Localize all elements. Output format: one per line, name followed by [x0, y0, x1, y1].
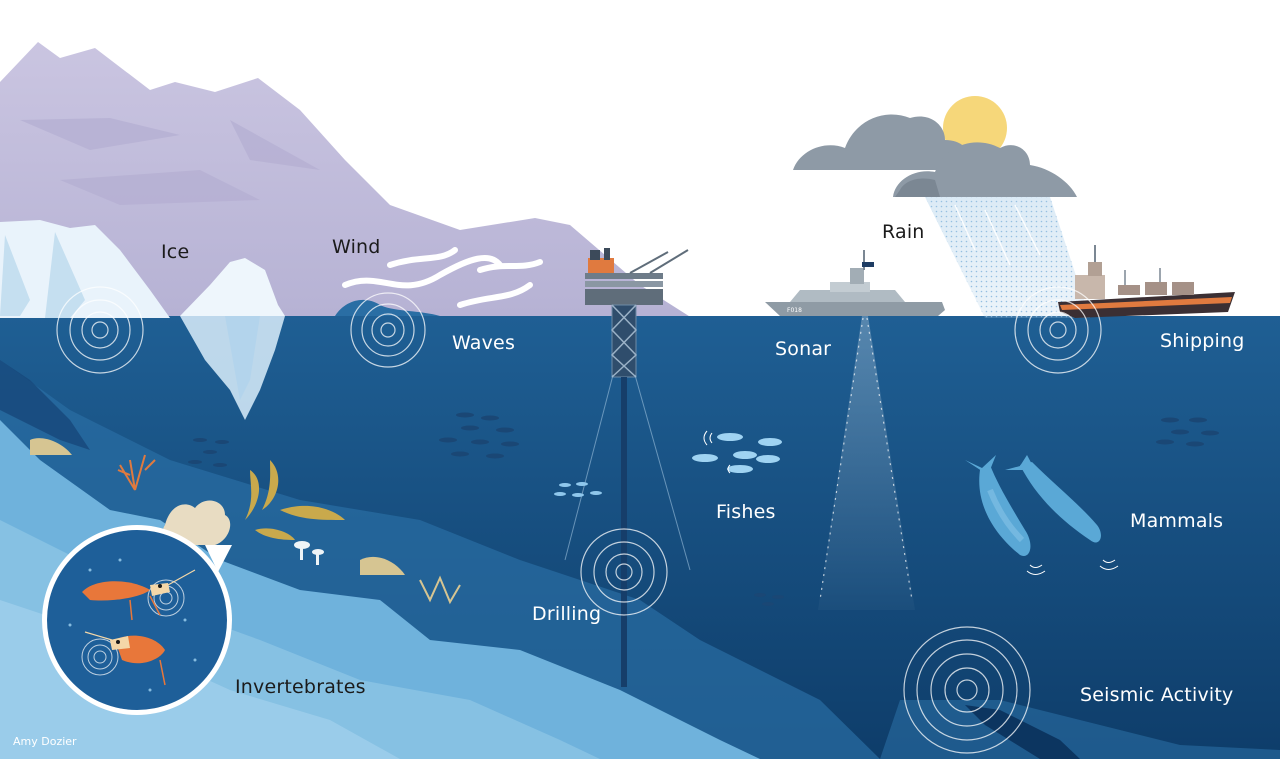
iceberg-top [180, 258, 285, 316]
label-mammals: Mammals [1130, 510, 1224, 532]
ice-sound-rings [56, 286, 144, 374]
coral-branch [117, 454, 156, 491]
cloud-front [893, 142, 1077, 197]
fish-school-upper-left [439, 412, 519, 459]
kelp [245, 460, 345, 540]
sound-rings [56, 286, 1102, 754]
cloud-back [793, 114, 972, 170]
label-waves: Waves [452, 332, 516, 354]
ship-hull-number: F018 [787, 307, 802, 314]
label-seismic-activity: Seismic Activity [1080, 684, 1234, 706]
navy-ship: F018 [765, 250, 945, 316]
label-invertebrates: Invertebrates [235, 676, 366, 698]
mushroom-corals [294, 541, 324, 565]
invertebrates-inset [42, 525, 232, 715]
sonar-beam [818, 316, 915, 610]
rain-streaks [954, 204, 1041, 266]
drilling-lines [564, 374, 691, 571]
artist-credit: Amy Dozier [13, 735, 77, 748]
shrimp [84, 631, 166, 686]
shipping-sound-rings [1014, 286, 1102, 374]
label-drilling: Drilling [532, 603, 602, 625]
label-sonar: Sonar [775, 338, 832, 360]
label-rain: Rain [882, 221, 925, 243]
mountain-range [0, 42, 692, 318]
label-wind: Wind [332, 236, 381, 258]
label-ice: Ice [161, 241, 190, 263]
fish-school-left [188, 438, 229, 467]
wind-swirls [342, 247, 543, 308]
label-shipping: Shipping [1160, 330, 1245, 352]
ice-shelf [0, 220, 170, 318]
sperm-whales [965, 455, 1119, 575]
fish-school-deep [754, 593, 784, 606]
cargo-ship [1058, 245, 1235, 318]
waves-sound-rings [350, 292, 426, 368]
vocal-fishes [692, 430, 782, 474]
shrimp [82, 569, 196, 621]
iceberg-underwater [180, 316, 285, 420]
mountain-shading [20, 118, 320, 205]
sponge [163, 500, 231, 545]
seismic-sound-rings [903, 626, 1031, 754]
drilling-sound-rings [580, 528, 668, 616]
oil-platform [585, 248, 689, 687]
sea-fans [30, 438, 461, 605]
fish-school-right [1156, 417, 1219, 447]
label-fishes: Fishes [716, 501, 776, 523]
fish-small-blue [554, 482, 602, 497]
